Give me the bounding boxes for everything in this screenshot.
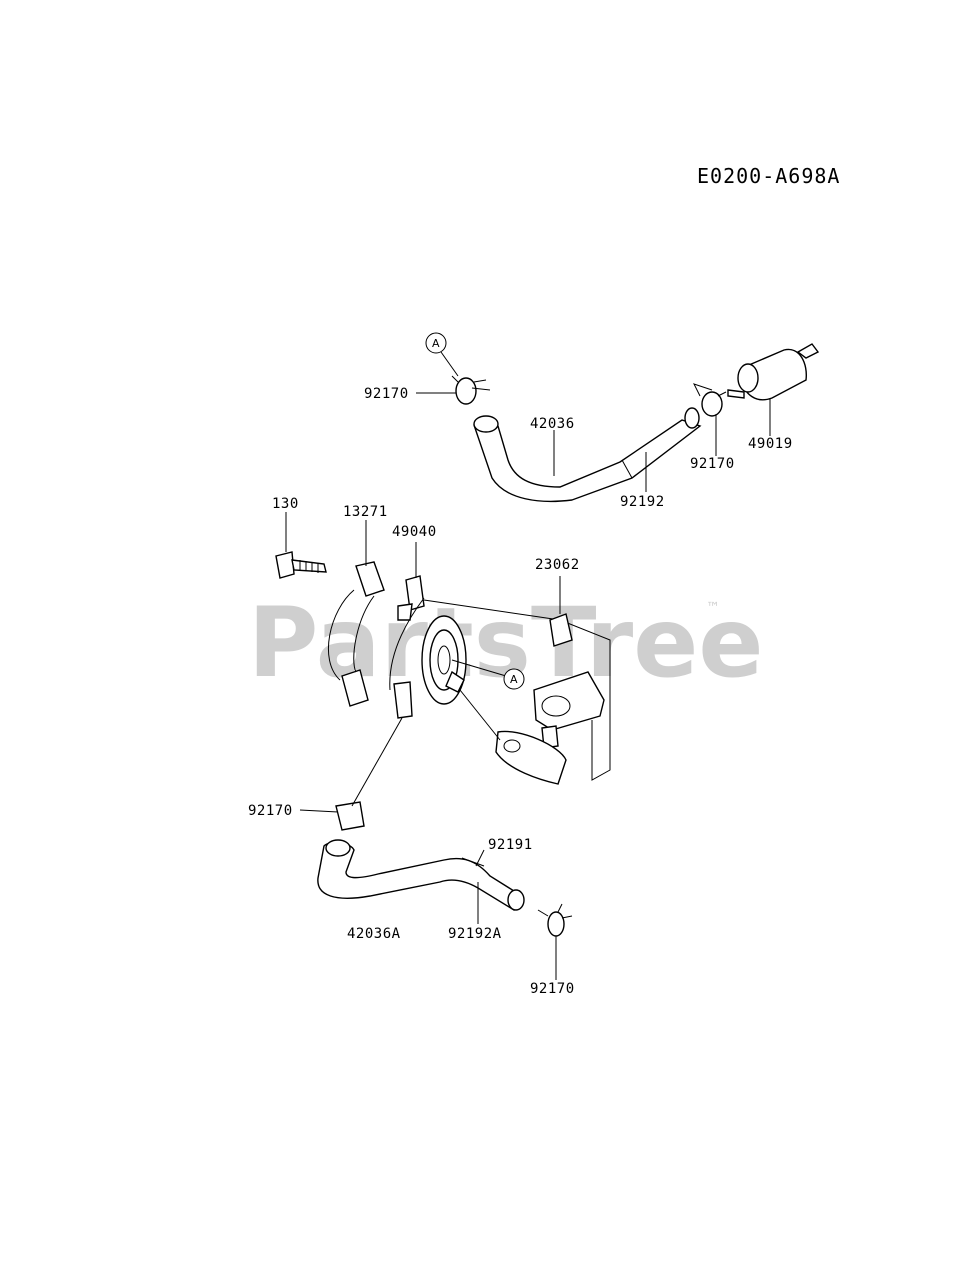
- label-sleeve-bottom-b: 92192A: [448, 926, 502, 942]
- label-hose-top: 42036: [530, 416, 575, 432]
- leader-sleeve-bottom-a: [475, 849, 485, 867]
- fuel-pump: [389, 575, 467, 719]
- hose-bottom: [317, 839, 525, 911]
- hose-top: [473, 407, 702, 503]
- hose-clamp-top-right: [693, 383, 727, 417]
- leader-clamp-left: [299, 809, 339, 813]
- hose-clamp-top-left: [451, 375, 491, 405]
- diagram-code: E0200-A698A: [697, 164, 840, 188]
- mounting-bracket: [423, 599, 611, 785]
- hose-clamp-bottom: [537, 903, 573, 937]
- svg-text:A: A: [432, 337, 440, 350]
- svg-text:A: A: [510, 673, 518, 686]
- watermark-trademark: ™: [706, 600, 720, 616]
- label-sleeve-top: 92192: [620, 494, 665, 510]
- hose-clamp-left: [335, 717, 403, 831]
- reference-marker-middle: A: [451, 659, 525, 690]
- label-clamp-top-right: 92170: [690, 456, 735, 472]
- label-filter: 49019: [748, 436, 793, 452]
- label-clamp-bottom: 92170: [530, 981, 575, 997]
- label-bolt: 130: [272, 496, 299, 512]
- label-clamp-left: 92170: [248, 803, 293, 819]
- reference-marker-top: A: [425, 332, 459, 377]
- bracket-clip: [327, 561, 385, 707]
- label-hose-bottom: 42036A: [347, 926, 401, 942]
- label-clamp-top-left: 92170: [364, 386, 409, 402]
- fuel-filter: [727, 343, 820, 401]
- bolt: [275, 551, 327, 579]
- label-bracket-clip: 13271: [343, 504, 388, 520]
- label-fuel-pump: 49040: [392, 524, 437, 540]
- label-nut: 23062: [535, 557, 580, 573]
- label-sleeve-bottom-a: 92191: [488, 837, 533, 853]
